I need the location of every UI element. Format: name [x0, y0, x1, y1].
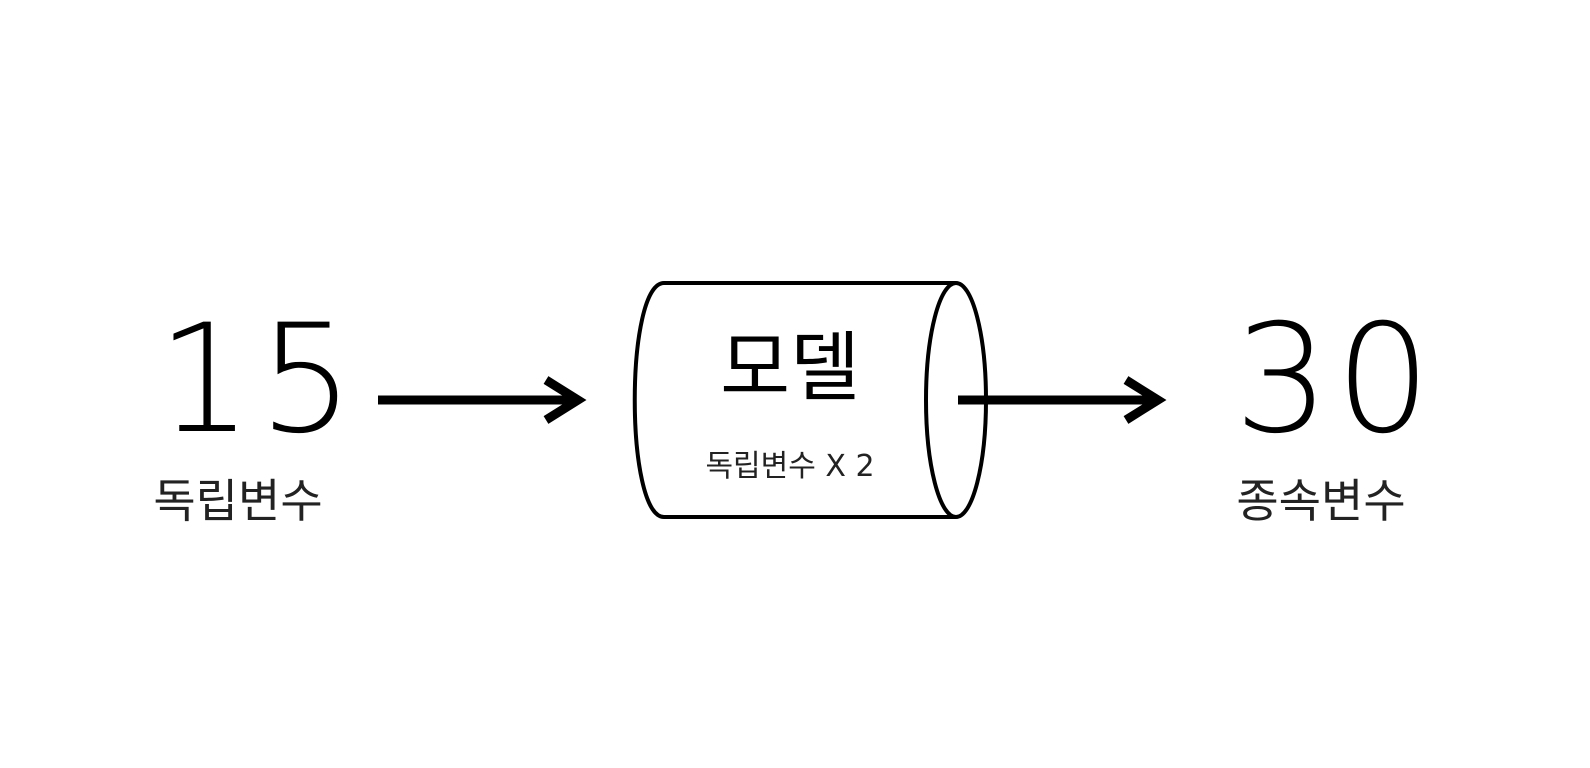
input-label: 독립변수	[153, 474, 323, 528]
output-value: 30	[1234, 293, 1437, 467]
input-value: 15	[157, 293, 360, 467]
model-formula: 독립변수 X 2	[705, 449, 875, 484]
input-arrow	[378, 376, 587, 424]
output-label: 종속변수	[1236, 474, 1406, 528]
output-arrow	[958, 376, 1167, 424]
model-title: 모델	[720, 323, 860, 412]
model-cylinder	[632, 281, 988, 519]
